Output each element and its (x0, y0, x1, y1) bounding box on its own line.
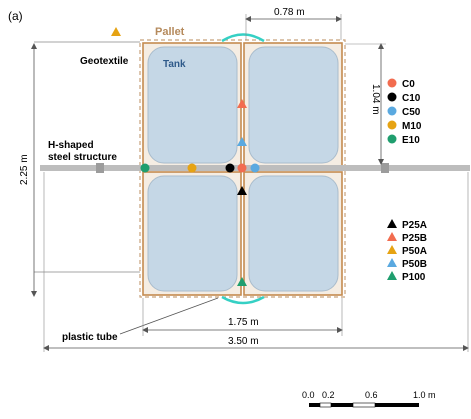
sensor-p100-triangle (237, 277, 247, 286)
scale-tick-0: 0.0 (302, 390, 315, 400)
scale-tick-2: 0.6 (365, 390, 378, 400)
pallet-label: Pallet (155, 26, 185, 38)
legend-triangles: P25A P25B P50A P50B P100 (387, 219, 427, 283)
legend-circle-label: C10 (402, 93, 421, 104)
legend-triangle-label: P100 (402, 272, 426, 283)
steel-label-line2: steel structure (48, 152, 117, 163)
scale-seg-5 (375, 403, 419, 407)
plastic-tube-bottom (221, 295, 265, 305)
scale-seg-2 (319, 402, 332, 408)
legend-circle-label: C50 (402, 107, 421, 118)
legend-triangle-label: P25B (402, 233, 427, 244)
scale-tick-3: 1.0 m (413, 390, 436, 400)
legend-circle-c0 (387, 78, 397, 88)
scale-tick-1: 0.2 (322, 390, 335, 400)
legend-triangle-label: P50B (402, 259, 427, 270)
steel-joint-right (381, 163, 389, 173)
tank-bottom-left (147, 175, 238, 292)
sensor-p25b-triangle (237, 99, 247, 108)
legend-triangle-p50b (387, 258, 397, 267)
sensor-c50-circle (250, 163, 260, 173)
legend-circle-m10 (387, 120, 397, 130)
legend-triangle-p25b (387, 232, 397, 241)
dim-tank-width-text: 0.78 m (274, 7, 305, 18)
legend-circle-c50 (387, 106, 397, 116)
tank-bottom-right (248, 175, 339, 292)
scale-bar: 0.0 0.2 0.6 1.0 m (302, 390, 436, 408)
steel-label-line1: H-shaped (48, 140, 94, 151)
legend-triangle-p50a (387, 245, 397, 254)
dim-total-height-text: 2.25 m (19, 154, 30, 185)
tank-top-right (248, 46, 339, 164)
legend-triangle-p25a (387, 219, 397, 228)
dim-pallet-width-text: 1.75 m (228, 317, 259, 328)
legend-circle-e10 (387, 134, 397, 144)
legend-circle-label: C0 (402, 79, 415, 90)
legend-circle-label: M10 (402, 121, 422, 132)
dim-total-width-text: 3.50 m (228, 336, 259, 347)
plastic-tube-pointer (119, 297, 219, 335)
legend-triangle-label: P25A (402, 220, 427, 231)
geotextile-label: Geotextile (80, 56, 129, 67)
sensor-p50b-triangle (237, 137, 247, 146)
sensor-c0-circle (237, 163, 247, 173)
plastic-tube-label: plastic tube (62, 332, 118, 343)
scale-seg-1 (309, 403, 320, 407)
sensor-e10-circle (140, 163, 150, 173)
tank-label: Tank (163, 59, 186, 70)
legend-circle-label: E10 (402, 135, 420, 146)
legend-triangle-p100 (387, 271, 397, 280)
panel-label: (a) (8, 9, 23, 23)
scale-seg-3 (331, 403, 353, 407)
steel-joint-left (96, 163, 104, 173)
sensor-c10-circle (225, 163, 235, 173)
scale-seg-4 (352, 402, 376, 408)
sensor-p50a-triangle (111, 27, 121, 36)
tank-top-left (147, 46, 238, 164)
dim-tank-height-text: 1.04 m (370, 84, 381, 115)
sensor-m10-circle (187, 163, 197, 173)
sensor-p25a-triangle (237, 186, 247, 195)
plastic-tube-top (221, 33, 265, 43)
legend-circle-c10 (387, 92, 397, 102)
legend-triangle-label: P50A (402, 246, 427, 257)
